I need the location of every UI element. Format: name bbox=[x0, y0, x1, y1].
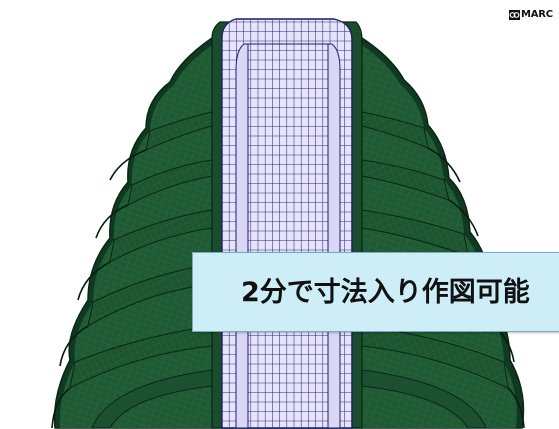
bellows-base-ring-right bbox=[361, 369, 487, 429]
core-bore-right-wall bbox=[327, 43, 341, 429]
marc-logo-text: MARC bbox=[521, 9, 553, 20]
core-bore-left-wall bbox=[235, 43, 249, 429]
callout-text: 2分で寸法入り作図可能 bbox=[241, 277, 530, 308]
callout-box: 2分で寸法入り作図可能 bbox=[192, 252, 559, 332]
marc-logo-icon bbox=[509, 10, 520, 20]
core-mandrel bbox=[221, 18, 353, 429]
marc-logo: MARC bbox=[509, 10, 553, 20]
